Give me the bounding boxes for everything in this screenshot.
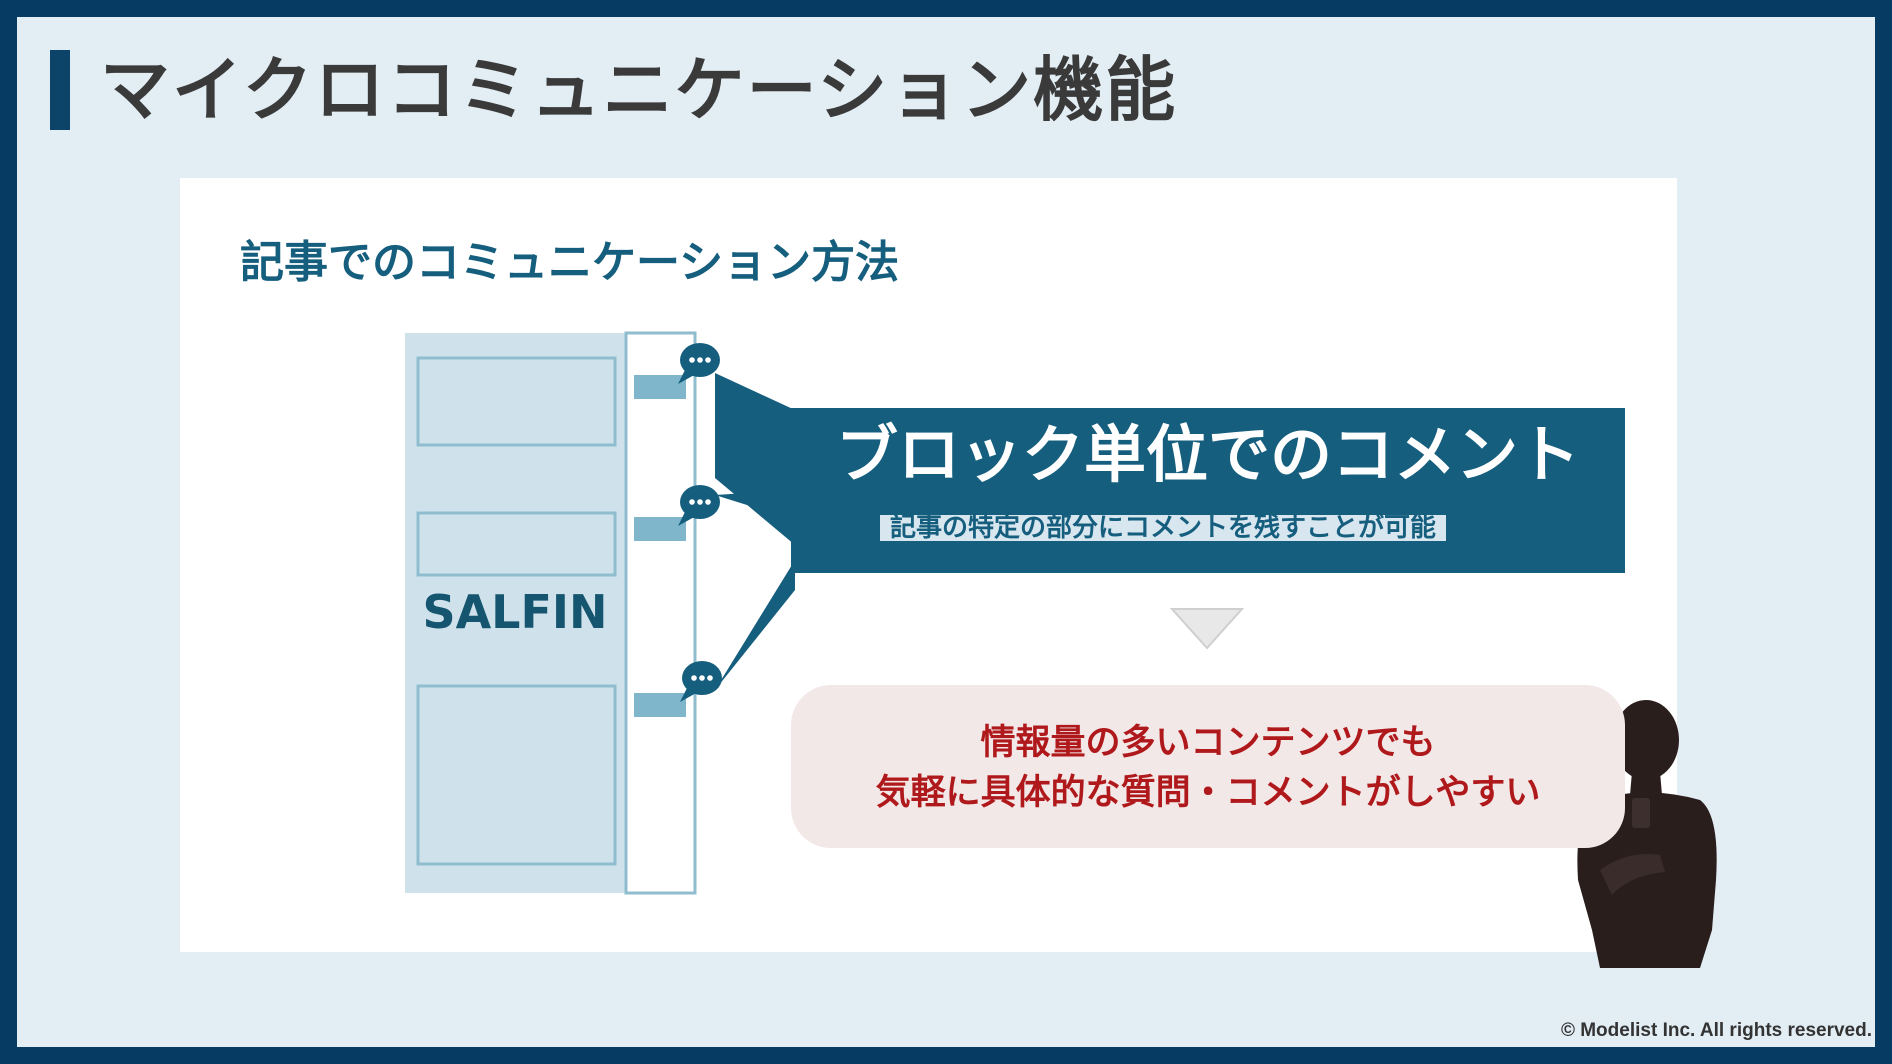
result-box: 情報量の多いコンテンツでも 気軽に具体的な質問・コメントがしやすい	[791, 685, 1625, 848]
comment-bubble-icon	[678, 343, 720, 384]
callout-box	[791, 408, 1625, 573]
comment-marker-1	[634, 375, 686, 399]
article-block-2	[416, 511, 617, 577]
title-accent-bar	[50, 50, 70, 130]
article-block-1	[416, 356, 617, 447]
callout-title: ブロック単位でのコメント	[835, 418, 1580, 491]
callout-shape	[715, 373, 1625, 690]
result-line-2: 気軽に具体的な質問・コメントがしやすい	[875, 773, 1541, 813]
copyright-notice: © Modelist Inc. All rights reserved.	[1560, 1020, 1872, 1041]
comment-marker-2	[634, 517, 686, 541]
callout-subtitle: 記事の特定の部分にコメントを残すことが可能	[880, 515, 1447, 541]
down-triangle-icon	[1169, 608, 1245, 650]
result-line-1: 情報量の多いコンテンツでも	[980, 723, 1436, 763]
page-title: マイクロコミュニケーション機能	[100, 49, 1178, 131]
comment-bubble-icon	[680, 661, 722, 702]
mockup-label: SALFIN	[422, 585, 608, 639]
article-block-3	[416, 684, 617, 866]
comment-marker-3	[634, 693, 686, 717]
comment-bubble-icon	[678, 485, 720, 526]
panel-subtitle: 記事でのコミュニケーション方法	[240, 237, 900, 288]
article-mockup	[405, 331, 697, 895]
